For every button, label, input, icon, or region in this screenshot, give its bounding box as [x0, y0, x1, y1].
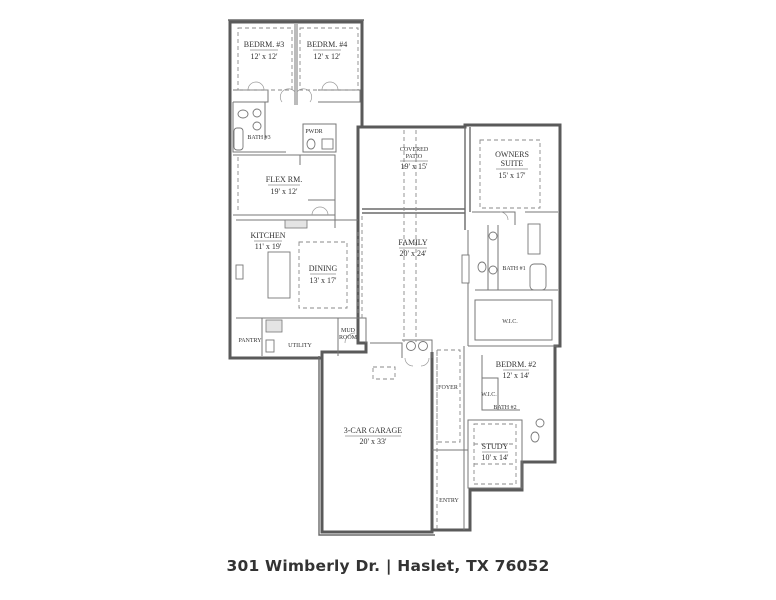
svg-text:19' x 15': 19' x 15': [401, 162, 428, 171]
label-bath1: BATH #1: [502, 266, 525, 272]
label-flex: FLEX RM.: [266, 175, 302, 184]
label-entry: ENTRY: [439, 498, 459, 504]
dashed-overlays: [237, 27, 541, 530]
svg-text:12' x 12': 12' x 12': [314, 52, 341, 61]
svg-text:ROOM: ROOM: [339, 335, 358, 341]
label-mudroom: MUD: [341, 328, 356, 334]
svg-text:20' x 33': 20' x 33': [360, 437, 387, 446]
room-labels: BEDRM. #3 12' x 12' BEDRM. #4 12' x 12' …: [238, 40, 536, 504]
label-bath3: BATH #3: [247, 135, 270, 141]
svg-text:PATIO: PATIO: [406, 154, 423, 160]
label-study: STUDY: [482, 442, 509, 451]
svg-text:15' x 17': 15' x 17': [499, 171, 526, 180]
svg-text:20' x 24': 20' x 24': [400, 249, 427, 258]
label-dining: DINING: [309, 264, 338, 273]
label-wic2: W.I.C.: [481, 392, 497, 398]
svg-text:13' x 17': 13' x 17': [310, 276, 337, 285]
svg-text:11' x 19': 11' x 19': [255, 242, 282, 251]
label-powder: PWDR: [305, 129, 322, 135]
svg-text:SUITE: SUITE: [501, 159, 524, 168]
label-bedroom2: BEDRM. #2: [496, 360, 536, 369]
address-caption: 301 Wimberly Dr. | Haslet, TX 76052: [226, 557, 550, 575]
label-wic1: W.I.C.: [502, 319, 518, 325]
label-owners-suite: OWNERS: [495, 150, 529, 159]
label-foyer: FOYER: [438, 385, 458, 391]
label-family: FAMILY: [398, 238, 427, 247]
label-kitchen: KITCHEN: [250, 231, 285, 240]
label-bedroom3: BEDRM. #3: [244, 40, 284, 49]
exterior-walls: [228, 19, 562, 536]
svg-text:10' x 14': 10' x 14': [482, 453, 509, 462]
svg-text:12' x 14': 12' x 14': [503, 371, 530, 380]
svg-text:12' x 12': 12' x 12': [251, 52, 278, 61]
label-bath2: BATH #2: [493, 405, 516, 411]
label-bedroom4: BEDRM. #4: [307, 40, 347, 49]
door-swings: [247, 81, 509, 367]
fixtures: [233, 108, 547, 443]
label-pantry: PANTRY: [238, 338, 262, 344]
label-patio: COVERED: [400, 147, 429, 153]
label-garage: 3-CAR GARAGE: [344, 426, 403, 435]
label-utility: UTILITY: [288, 343, 312, 349]
svg-text:19' x 12': 19' x 12': [271, 187, 298, 196]
